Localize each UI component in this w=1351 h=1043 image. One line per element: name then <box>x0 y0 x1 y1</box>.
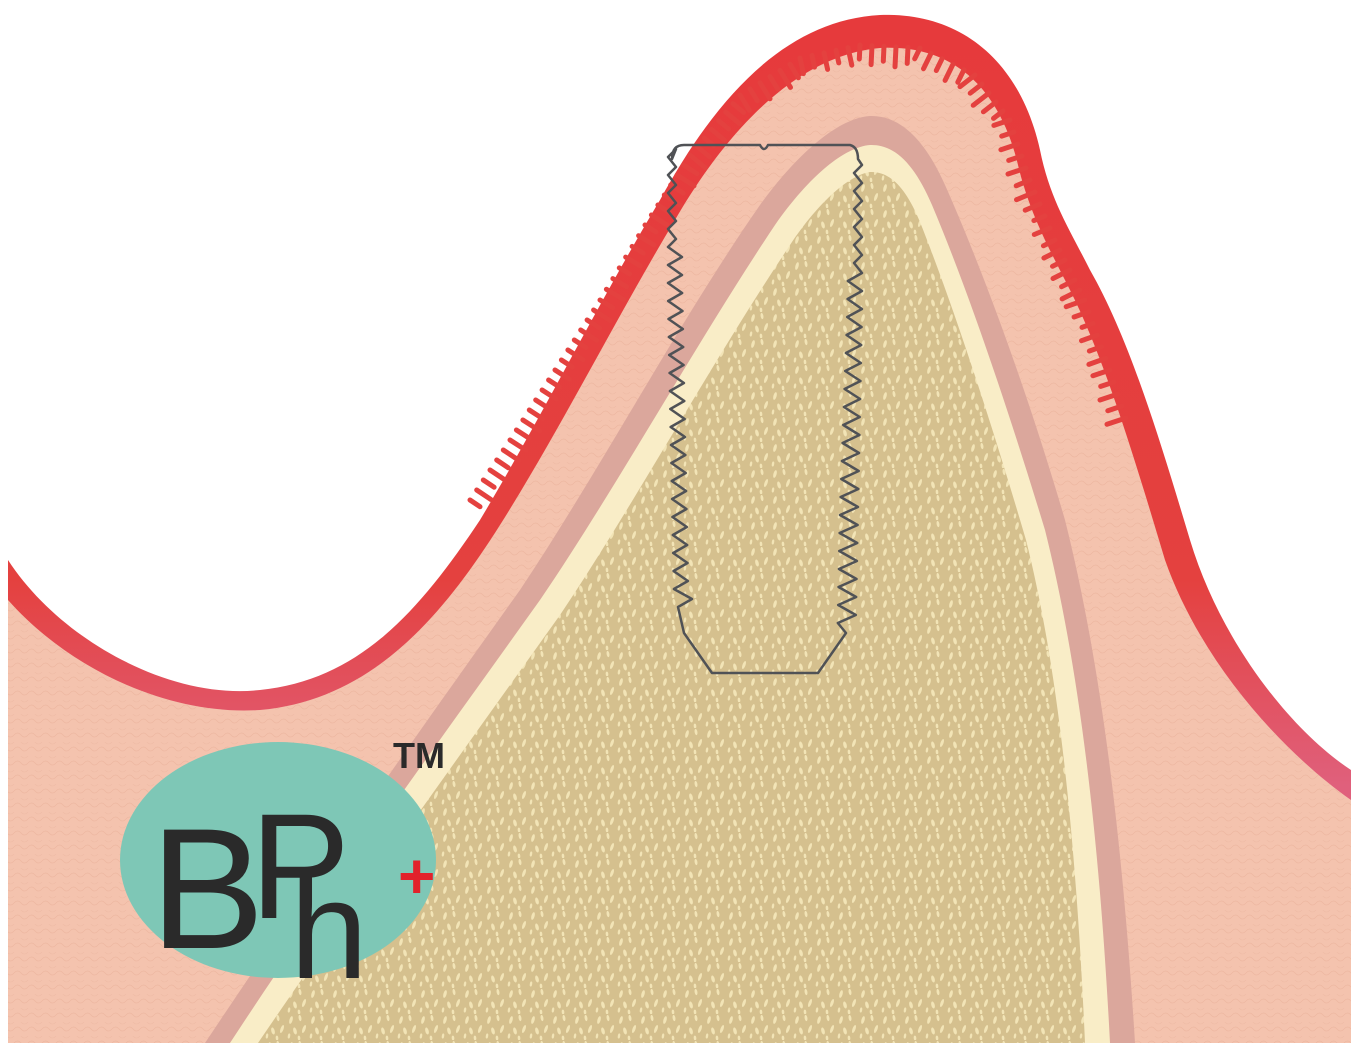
logo-plus: + <box>398 840 435 912</box>
logo-letter-b: B <box>150 793 265 985</box>
trademark-mark: TM <box>393 735 445 776</box>
logo-letter-h: h <box>290 851 368 1008</box>
